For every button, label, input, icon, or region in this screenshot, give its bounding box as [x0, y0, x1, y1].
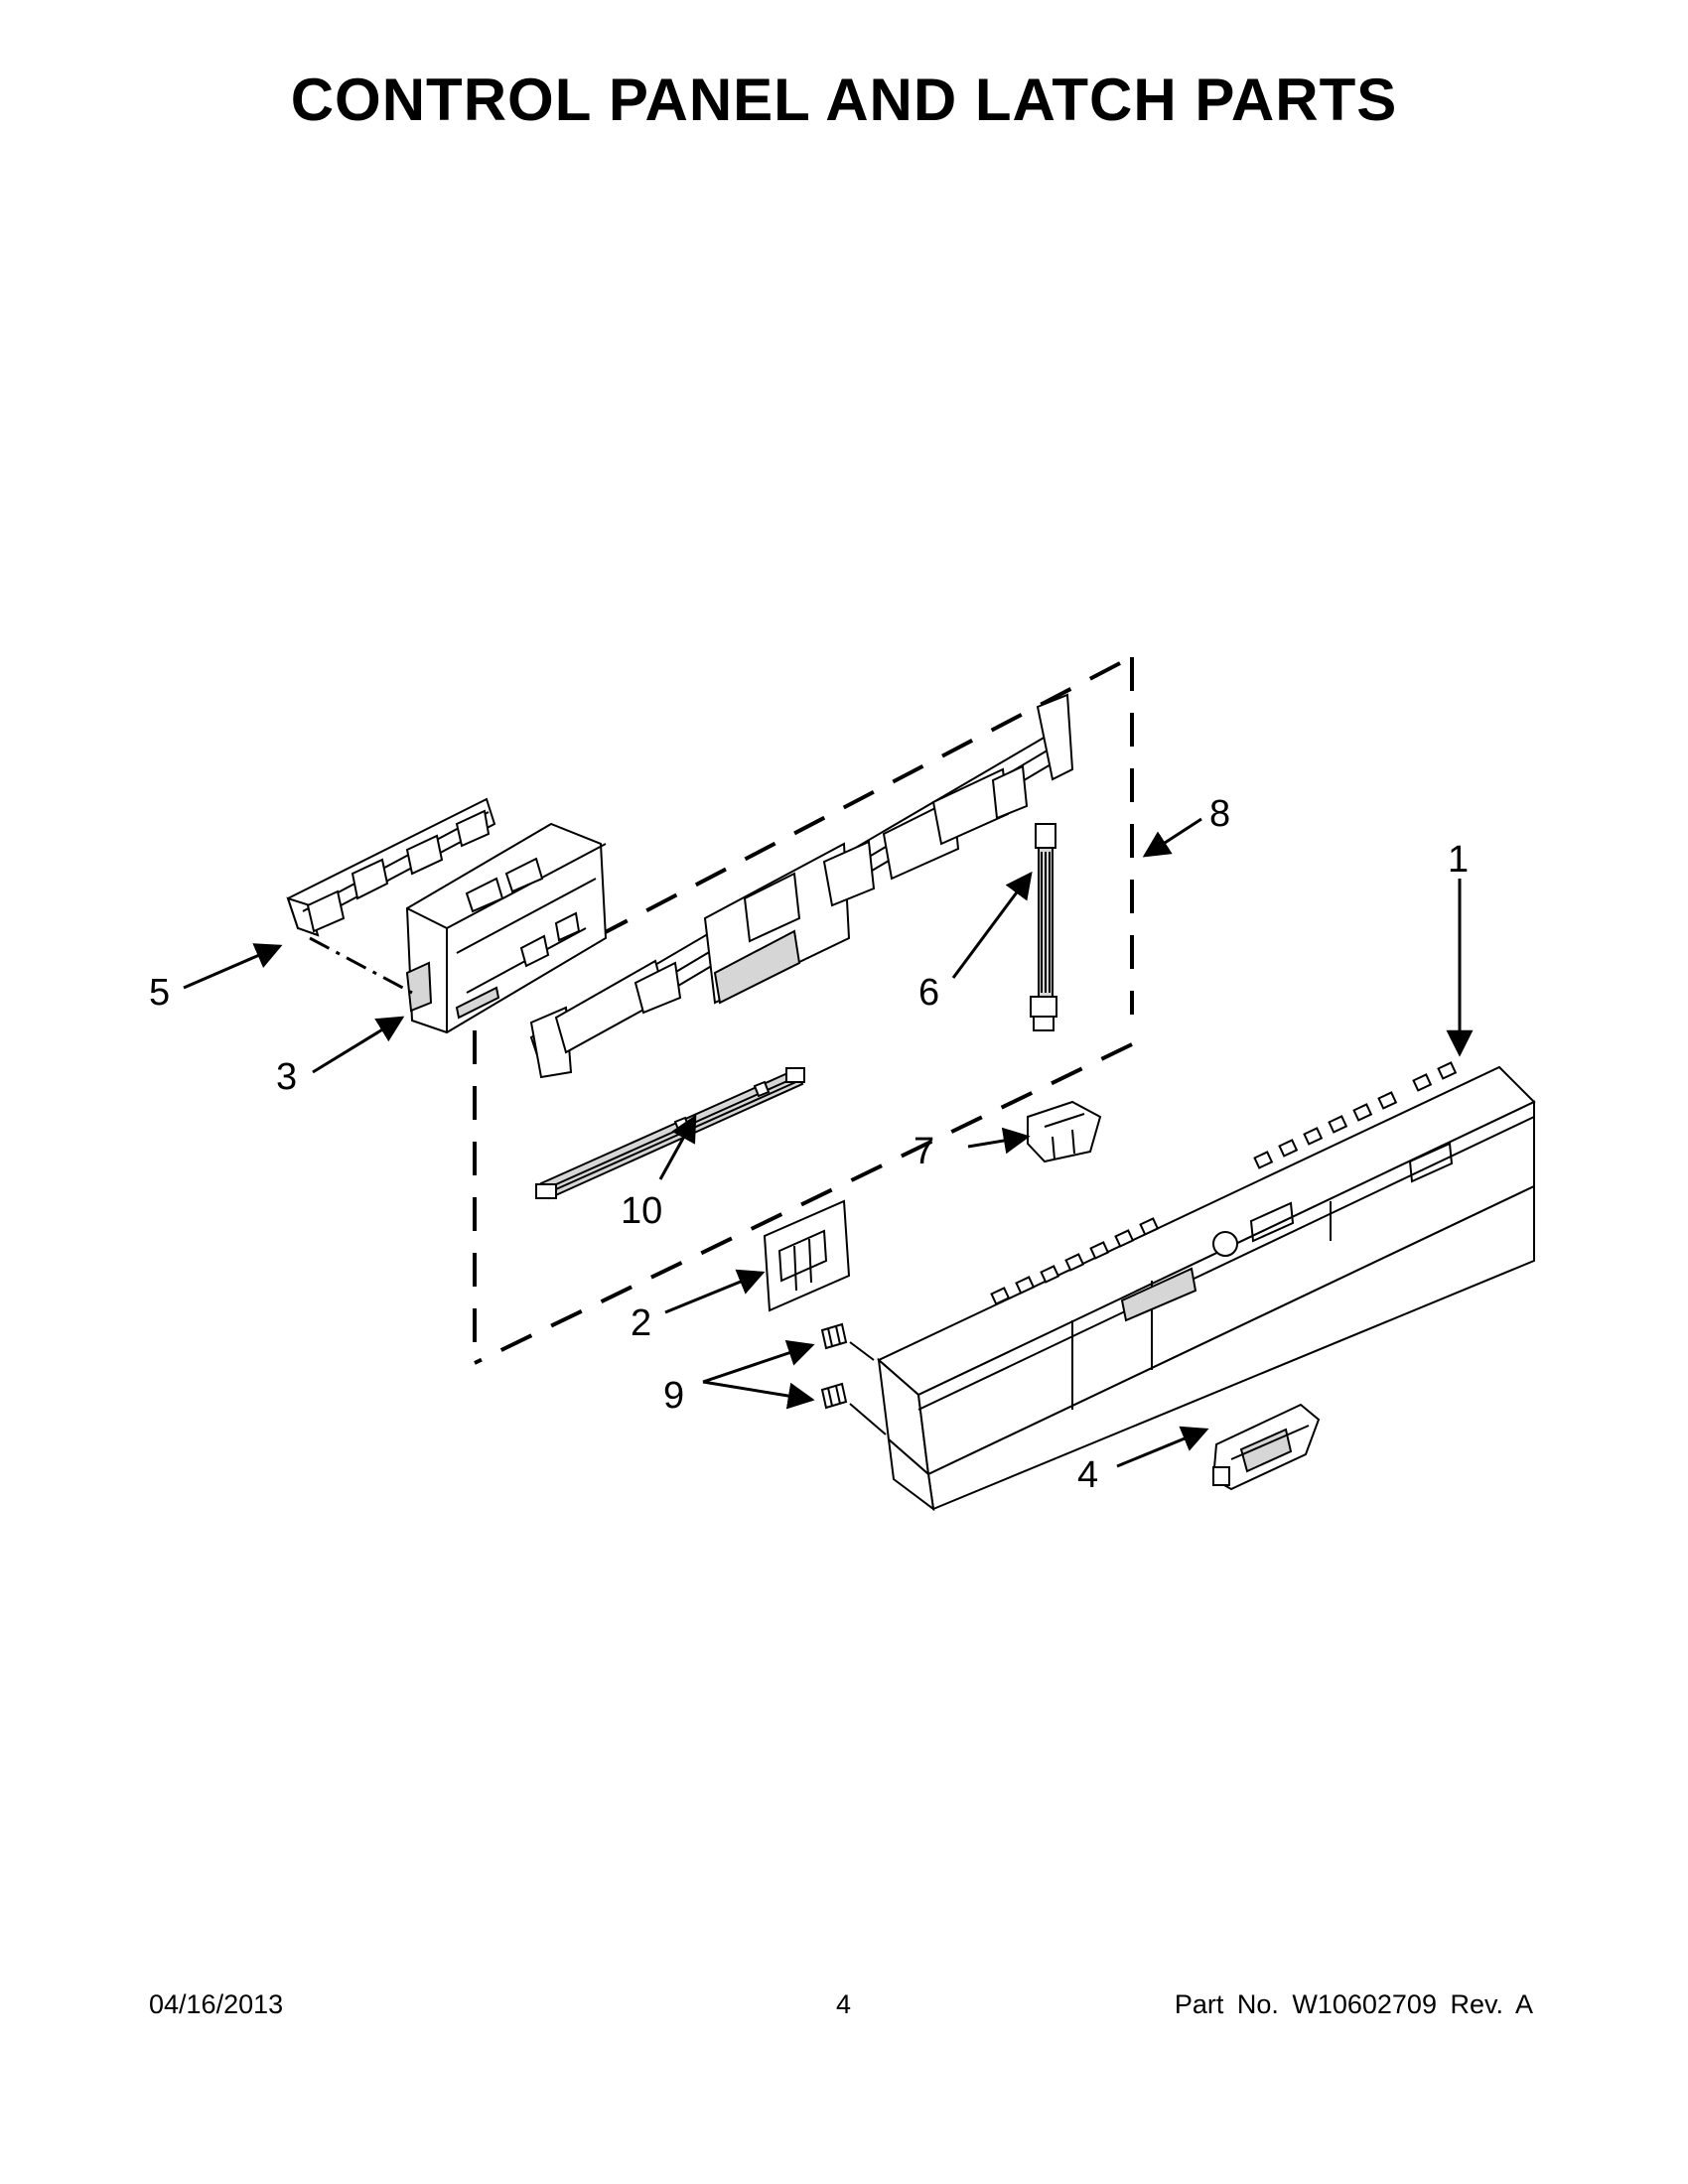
control-board-part-3 [405, 822, 608, 1034]
callout-7: 7 [914, 1131, 934, 1172]
callout-9: 9 [663, 1375, 684, 1417]
callout-3: 3 [276, 1056, 297, 1098]
ui-housing-part-8 [529, 693, 1074, 1079]
door-latch-part-4 [1211, 1403, 1321, 1491]
callout-2: 2 [631, 1302, 651, 1344]
page-title: CONTROL PANEL AND LATCH PARTS [290, 67, 1398, 133]
ribbon-cable-part-10 [535, 1067, 805, 1200]
wire-harness-part-6 [1030, 823, 1057, 1031]
callout-10: 10 [621, 1190, 662, 1232]
panel-button-icons [990, 1061, 1458, 1305]
callout-5: 5 [149, 972, 170, 1014]
callout-leaders [183, 817, 1474, 1468]
bracket-part-7 [1027, 1100, 1102, 1163]
bracket-part-5 [286, 797, 496, 937]
shield-part-2 [763, 1199, 851, 1312]
control-panel-console-part-1 [877, 1061, 1536, 1512]
footer-page-number: 4 [836, 1989, 852, 2019]
screws-part-9 [820, 1322, 887, 1435]
footer-date: 04/16/2013 [149, 1989, 284, 2019]
callout-8: 8 [1209, 793, 1230, 835]
board-alignment-line [309, 936, 413, 995]
callout-4: 4 [1077, 1454, 1098, 1496]
callout-1: 1 [1448, 839, 1469, 881]
footer-part-number: Part No. W10602709 Rev. A [1174, 1989, 1533, 2019]
callout-6: 6 [918, 972, 939, 1014]
